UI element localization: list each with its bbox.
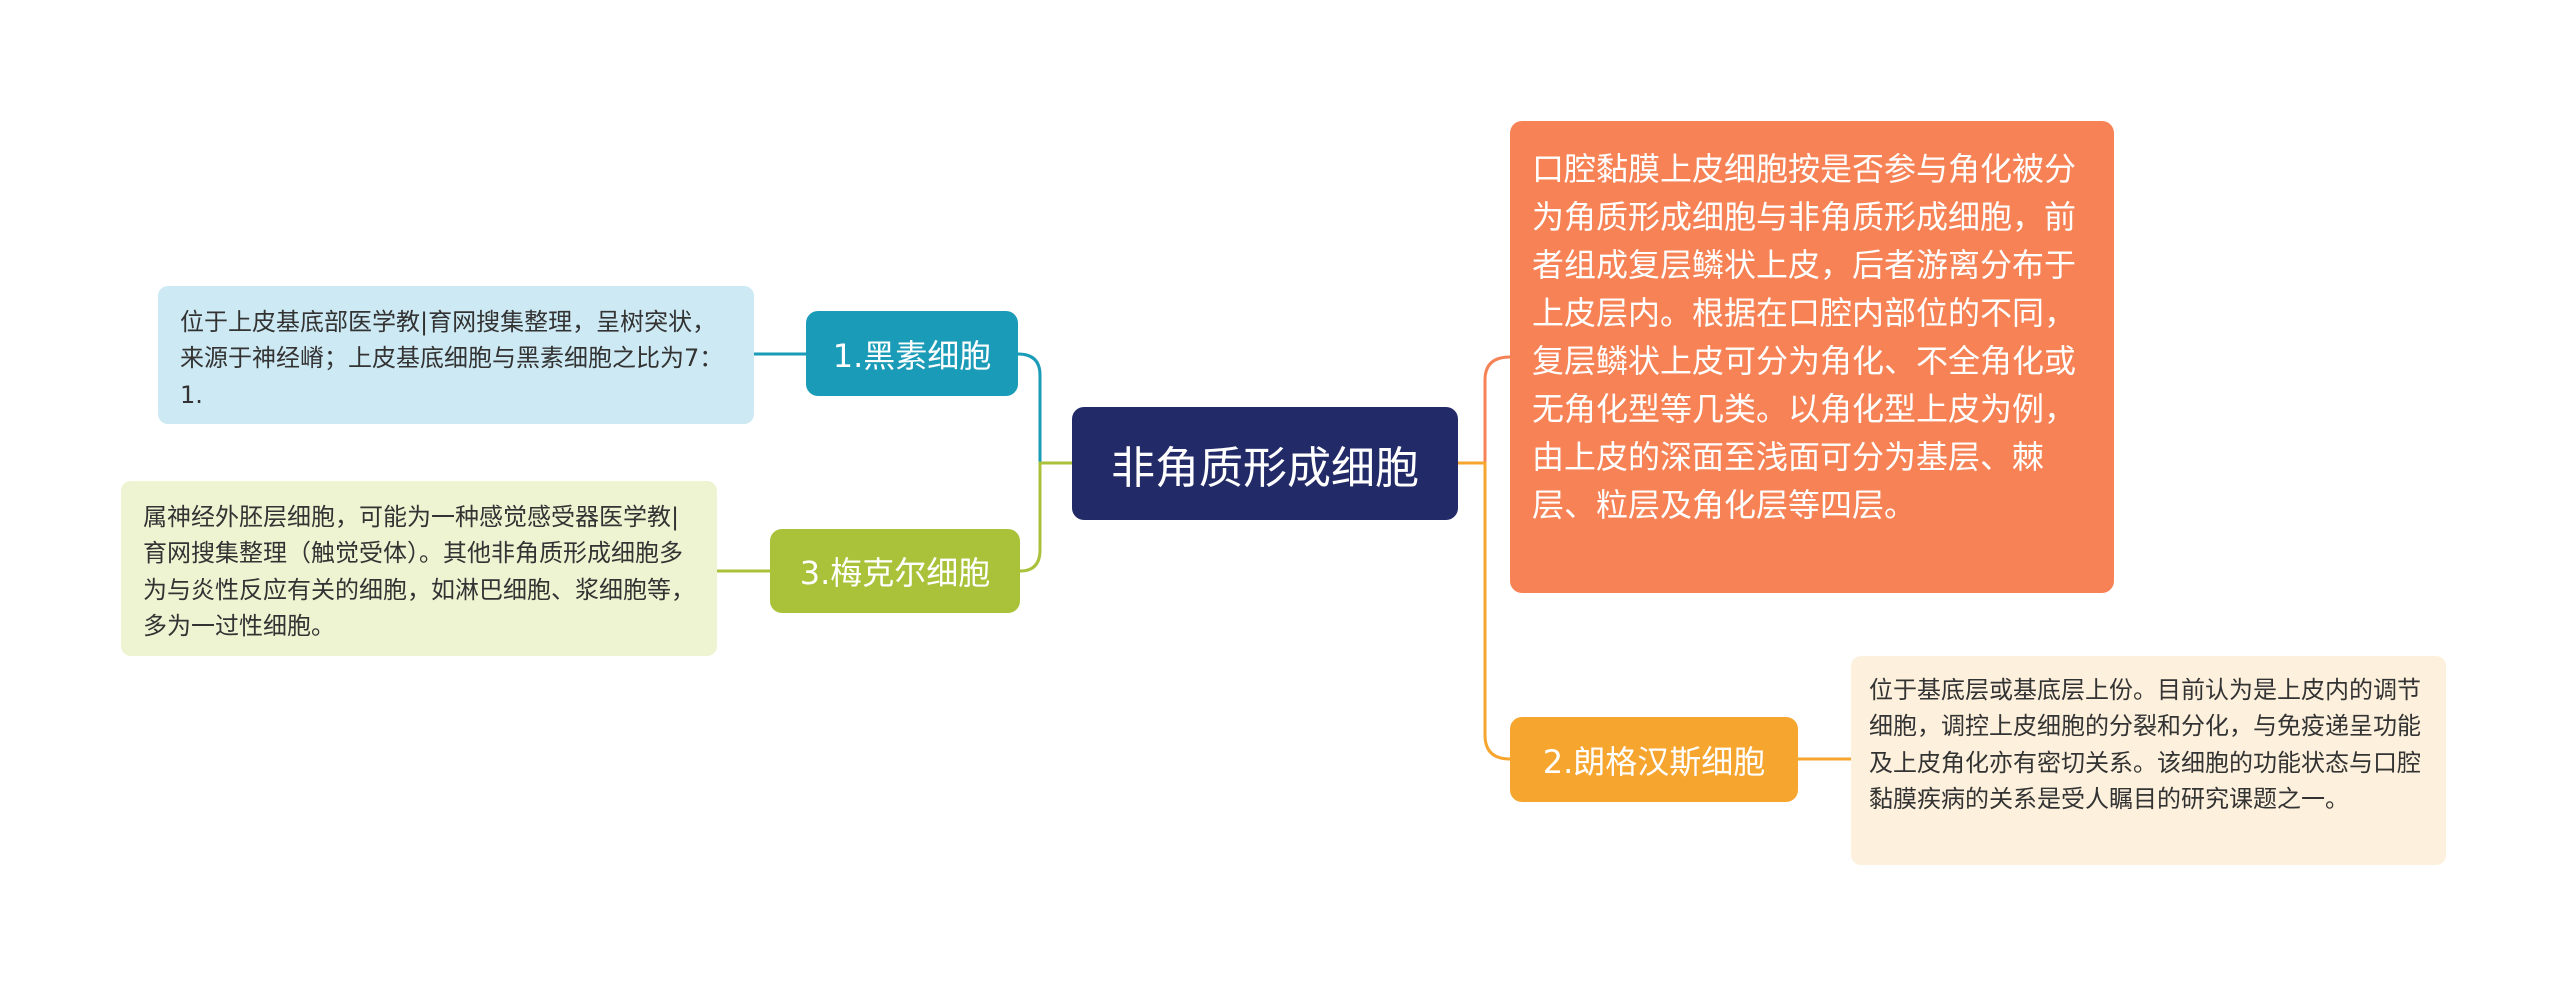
branch-melanocyte[interactable]: 1.黑素细胞 xyxy=(806,311,1018,396)
branch-merkel-cell[interactable]: 3.梅克尔细胞 xyxy=(770,529,1020,613)
connector-center-to-b2 xyxy=(1458,461,1511,761)
langerhans-cell-note[interactable]: 位于基底层或基底层上份。目前认为是上皮内的调节细胞，调控上皮细胞的分裂和分化，与… xyxy=(1851,656,2446,865)
intro-note[interactable]: 口腔黏膜上皮细胞按是否参与角化被分为角质形成细胞与非角质形成细胞，前者组成复层鳞… xyxy=(1510,121,2114,593)
branch-merkel-cell-label: 3.梅克尔细胞 xyxy=(799,554,991,592)
merkel-cell-note[interactable]: 属神经外胚层细胞，可能为一种感觉感受器医学教|育网搜集整理（触觉受体）。其他非角… xyxy=(121,481,717,656)
central-topic-label: 非角质形成细胞 xyxy=(1111,442,1419,494)
melanocyte-note[interactable]: 位于上皮基底部医学教|育网搜集整理，呈树突状，来源于神经嵴；上皮基底细胞与黑素细… xyxy=(158,286,754,424)
connector-center-to-b1 xyxy=(1017,352,1072,465)
branch-langerhans-cell-label: 2.朗格汉斯细胞 xyxy=(1542,742,1766,781)
connector-center-to-intro xyxy=(1458,355,1511,465)
merkel-cell-note-text: 属神经外胚层细胞，可能为一种感觉感受器医学教|育网搜集整理（触觉受体）。其他非角… xyxy=(143,503,695,641)
intro-note-text: 口腔黏膜上皮细胞按是否参与角化被分为角质形成细胞与非角质形成细胞，前者组成复层鳞… xyxy=(1532,150,2077,524)
connector-center-to-b3 xyxy=(1019,461,1072,573)
langerhans-cell-note-text: 位于基底层或基底层上份。目前认为是上皮内的调节细胞，调控上皮细胞的分裂和分化，与… xyxy=(1869,676,2421,814)
branch-langerhans-cell[interactable]: 2.朗格汉斯细胞 xyxy=(1510,717,1798,802)
central-topic[interactable]: 非角质形成细胞 xyxy=(1072,407,1458,520)
branch-melanocyte-label: 1.黑素细胞 xyxy=(832,336,992,375)
melanocyte-note-text: 位于上皮基底部医学教|育网搜集整理，呈树突状，来源于神经嵴；上皮基底细胞与黑素细… xyxy=(180,308,724,409)
